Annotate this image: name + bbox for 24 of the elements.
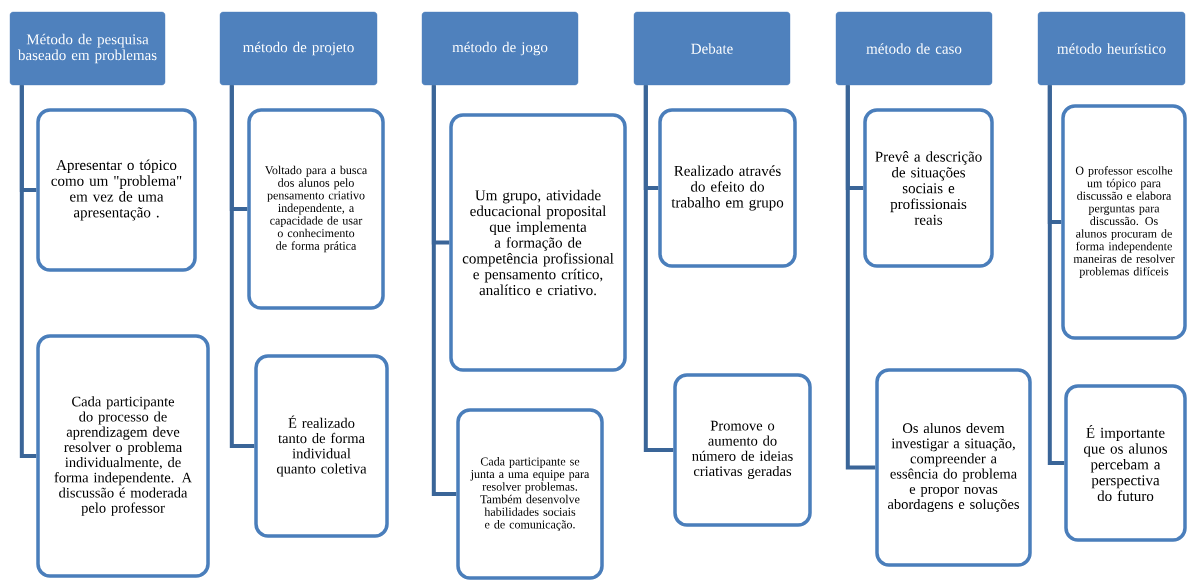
- text-box: Cada participante do processo de aprendizagem deve resolver o problema individualmente, de forma independente. A discussão é moderada pelo professor: [36, 334, 210, 578]
- text-box: Prevê a descrição de situações sociais e profissionais reais: [863, 108, 994, 268]
- connector-line: [1047, 85, 1065, 465]
- header-box: método heurístico: [1037, 11, 1186, 86]
- text-box: Voltado para a busca dos alunos pelo pensamento criativo independente, a capacidade de usar o conhecimento de forma prática: [247, 108, 385, 310]
- text-box: É importante que os alunos percebam a perspectiva do futuro: [1064, 384, 1187, 542]
- text-box: O professor escolhe um tópico para discussão e elabora perguntas para discussão. Os alunos procuram de forma independente maneiras de resolver problemas difíceis: [1061, 104, 1187, 340]
- header-box: método de jogo: [421, 11, 579, 86]
- text-box: Realizado através do efeito do trabalho em grupo: [658, 108, 797, 268]
- connector-line: [643, 85, 674, 452]
- connector-line: [19, 85, 37, 458]
- text-box: Os alunos devem investigar a situação, compreender a essência do problema e propor novas abordagens e soluções: [875, 368, 1032, 567]
- header-box: método de caso: [835, 11, 993, 86]
- connector-line: [229, 85, 255, 448]
- text-box: Promove o aumento do número de ideias criativas geradas: [673, 373, 812, 527]
- text-box: Um grupo, atividade educacional proposital que implementa a formação de competência profissional e pensamento crítico, analítico e criativo.: [449, 113, 627, 372]
- text-box: É realizado tanto de forma individual quanto coletiva: [254, 354, 389, 538]
- connector-line: [431, 85, 457, 496]
- text-box: Cada participante se junta a uma equipe para resolver problemas. Também desenvolve habilidades sociais e de comunicação.: [456, 408, 604, 580]
- text-box: Apresentar o tópico como um "problema" em vez de uma apresentação .: [36, 108, 197, 272]
- header-box: Debate: [633, 11, 791, 86]
- connector-line: [845, 85, 876, 470]
- header-box: Método de pesquisa baseado em problemas: [9, 11, 166, 86]
- header-box: método de projeto: [219, 11, 378, 86]
